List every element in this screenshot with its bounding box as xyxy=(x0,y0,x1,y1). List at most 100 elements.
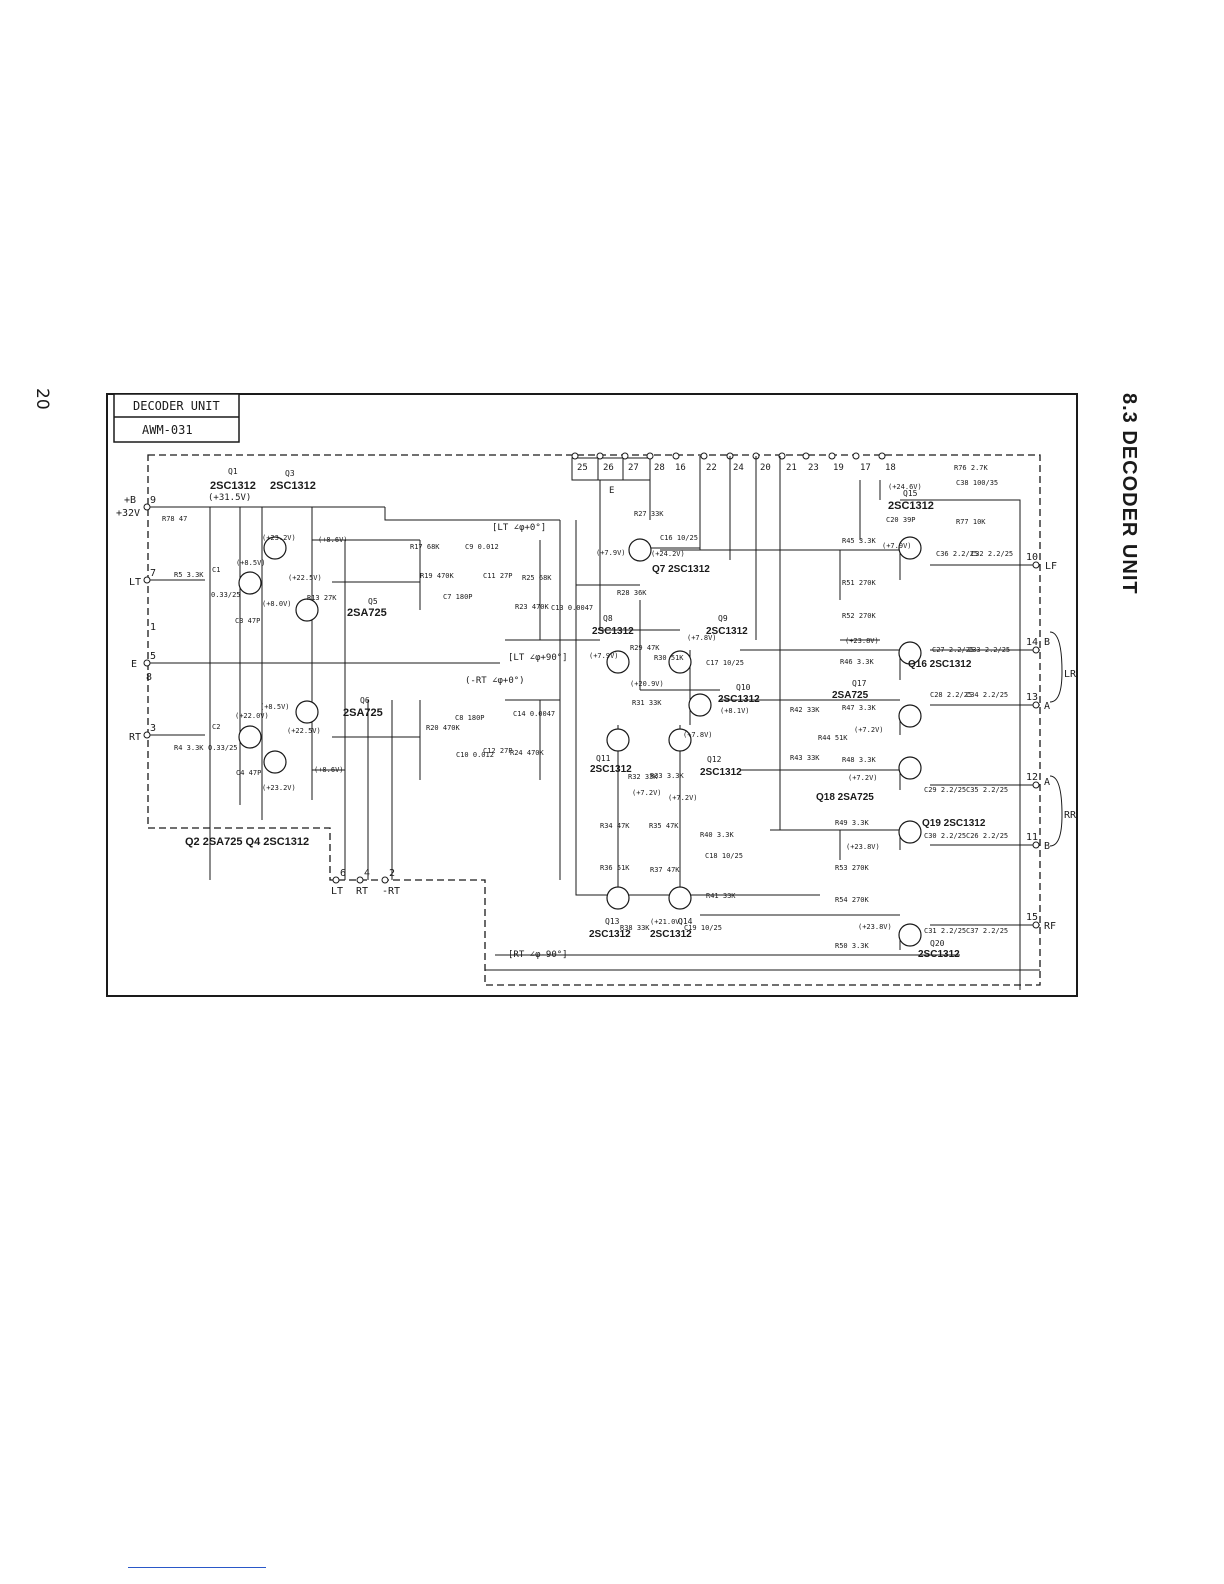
r43-label: R43 33K xyxy=(790,754,820,762)
r35-label: R35 47K xyxy=(649,822,679,830)
v-246: (+24.6V) xyxy=(888,483,922,491)
phase-lt90: [LT ∠φ+90°] xyxy=(508,653,568,663)
pin-4: 4 xyxy=(364,868,370,879)
r23-label: R23 470K xyxy=(515,603,550,611)
q12-label: Q12 xyxy=(707,755,722,764)
r51-label: R51 270K xyxy=(842,579,877,587)
c27-label: C27 2.2/25 xyxy=(932,646,974,654)
c12-label: C12 27P xyxy=(483,747,513,755)
terminal-19: 19 xyxy=(833,463,844,473)
v-220: (+22.0V) xyxy=(235,712,269,720)
r25-label: R25 68K xyxy=(522,574,552,582)
q15-part: 2SC1312 xyxy=(888,500,934,512)
r20-label: R20 470K xyxy=(426,724,461,732)
q20-part: 2SC1312 xyxy=(918,949,960,960)
v-238b: (+23.8V) xyxy=(846,843,880,851)
v-225: (+22.5V) xyxy=(288,574,322,582)
v-81: (+8.1V) xyxy=(720,707,750,715)
r48-label: R48 3.3K xyxy=(842,756,877,764)
q17-part: 2SA725 xyxy=(832,690,869,701)
input-rt: RT xyxy=(129,732,141,743)
v-86b: (+8.6V) xyxy=(314,766,344,774)
phase-lt0: [LT ∠φ+0°] xyxy=(492,523,546,533)
r50-label: R50 3.3K xyxy=(835,942,870,950)
c1-value: 0.33/25 xyxy=(211,591,241,599)
q13-label: Q13 xyxy=(605,917,620,926)
input-bplus: +B xyxy=(124,495,136,506)
pin-15: 15 xyxy=(1026,912,1038,923)
c36-label: C36 2.2/25 xyxy=(936,550,978,558)
output-lf: LF xyxy=(1045,561,1057,572)
v-78: (+7.8V) xyxy=(687,634,717,642)
q12-part: 2SC1312 xyxy=(700,767,742,778)
q10-part: 2SC1312 xyxy=(718,694,760,705)
q1-label: Q1 xyxy=(228,467,238,476)
q9-label: Q9 xyxy=(718,614,728,623)
r41-label: R41 33K xyxy=(706,892,736,900)
r24-label: R24 470K xyxy=(510,749,545,757)
terminal-28: 28 xyxy=(654,463,665,473)
c14-label: C14 0.0047 xyxy=(513,710,555,718)
terminal-27: 27 xyxy=(628,463,639,473)
c28-label: C28 2.2/25 xyxy=(930,691,972,699)
r34-label: R34 47K xyxy=(600,822,630,830)
r42-label: R42 33K xyxy=(790,706,820,714)
c32-label: C32 2.2/25 xyxy=(971,550,1013,558)
q6-part: 2SA725 xyxy=(343,707,383,719)
bottom-underline xyxy=(128,1567,266,1568)
v-85b: (+8.5V) xyxy=(260,703,290,711)
pin-14: 14 xyxy=(1026,637,1038,648)
r17-label: R17 68K xyxy=(410,543,440,551)
terminal-21: 21 xyxy=(786,463,797,473)
q16-part: Q16 2SC1312 xyxy=(908,659,972,670)
c10-label: C10 0.012 xyxy=(456,751,494,759)
v-79: (+7.9V) xyxy=(596,549,626,557)
r77-label: R77 10K xyxy=(956,518,986,526)
r53-label: R53 270K xyxy=(835,864,870,872)
terminal-22: 22 xyxy=(706,463,717,473)
r28-label: R28 36K xyxy=(617,589,647,597)
schematic-frame xyxy=(106,393,1078,997)
pin-13: 13 xyxy=(1026,692,1038,703)
v-232b: (+23.2V) xyxy=(262,784,296,792)
r4-label: R4 3.3K xyxy=(174,744,204,752)
v-209: (+20.9V) xyxy=(630,680,664,688)
v-72d: (+7.2V) xyxy=(848,774,878,782)
c16-label: C16 10/25 xyxy=(660,534,698,542)
c33-label: C33 2.2/25 xyxy=(968,646,1010,654)
input-e: E xyxy=(131,659,137,670)
pin-1: 1 xyxy=(150,622,156,633)
input-bplus-voltage: +32V xyxy=(116,508,140,519)
r36-label: R36 51K xyxy=(600,864,630,872)
pin-11: 11 xyxy=(1026,832,1038,843)
q7-part: Q7 2SC1312 xyxy=(652,564,710,575)
q20-label: Q20 xyxy=(930,939,945,948)
unit-model: AWM-031 xyxy=(142,423,193,437)
c9-label: C9 0.012 xyxy=(465,543,499,551)
output-lr: LR xyxy=(1064,669,1077,680)
v-79c: (+7.9V) xyxy=(882,542,912,550)
output-a1: A xyxy=(1044,701,1050,712)
c2-label: C2 xyxy=(212,723,220,731)
v-225b: (+22.5V) xyxy=(287,727,321,735)
pin-7: 7 xyxy=(150,568,156,579)
unit-title: DECODER UNIT xyxy=(133,399,220,413)
pin-2: 2 xyxy=(389,868,395,879)
r76-label: R76 2.7K xyxy=(954,464,989,472)
v-86a: (+8.6V) xyxy=(318,536,348,544)
q6-label: Q6 xyxy=(360,696,370,705)
pin-9: 9 xyxy=(150,495,156,506)
q11-part: 2SC1312 xyxy=(590,764,632,775)
q14-label: Q14 xyxy=(678,917,693,926)
phase-rt90: [RT ∠φ-90°] xyxy=(508,950,568,960)
v-85: (+8.5V) xyxy=(236,559,266,567)
r52-label: R52 270K xyxy=(842,612,877,620)
q5-label: Q5 xyxy=(368,597,378,606)
c3-label: C3 47P xyxy=(235,617,260,625)
title-box xyxy=(113,393,240,443)
q9-part: 2SC1312 xyxy=(706,626,748,637)
output-a2: A xyxy=(1044,777,1050,788)
q5-part: 2SA725 xyxy=(347,607,387,619)
q1-voltage: (+31.5V) xyxy=(208,493,251,503)
v-78b: (+7.8V) xyxy=(683,731,713,739)
